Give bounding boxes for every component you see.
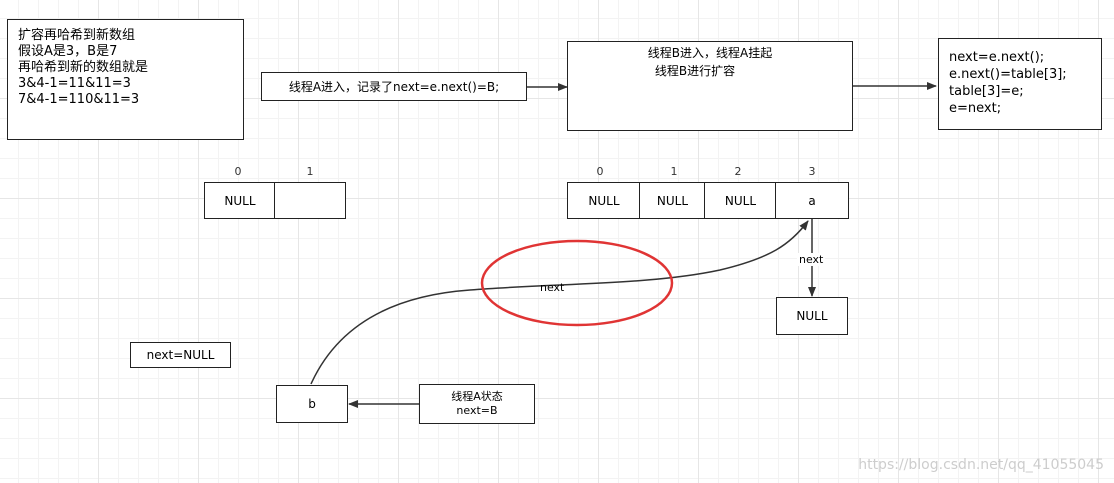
edge-label-a-next: next bbox=[797, 253, 826, 266]
new-table-cell-0: NULL bbox=[567, 182, 641, 219]
old-table-cell-0: NULL bbox=[204, 182, 276, 219]
old-table-cell-1 bbox=[274, 182, 346, 219]
new-index-3: 3 bbox=[808, 165, 816, 178]
thread-a-enter-note: 线程A进入，记录了next=e.next()=B; bbox=[261, 72, 527, 101]
b-node: b bbox=[276, 385, 348, 423]
highlight-ellipse bbox=[480, 239, 674, 327]
null-node: NULL bbox=[776, 297, 848, 335]
watermark: https://blog.csdn.net/qq_41055045 bbox=[858, 457, 1104, 473]
thread-b-line1: 线程B进入，线程A挂起 bbox=[647, 46, 773, 60]
edge-label-b-next: next bbox=[540, 281, 565, 294]
curve-b-to-a bbox=[310, 220, 809, 385]
new-index-1: 1 bbox=[670, 165, 678, 178]
rehash-note: 扩容再哈希到新数组 假设A是3，B是7 再哈希到新的数组就是 3&4-1=11&… bbox=[7, 19, 244, 140]
new-index-0: 0 bbox=[596, 165, 604, 178]
new-index-2: 2 bbox=[734, 165, 742, 178]
next-null-note: next=NULL bbox=[130, 342, 231, 368]
new-table-cell-1: NULL bbox=[639, 182, 706, 219]
old-index-0: 0 bbox=[234, 165, 242, 178]
thread-a-state-note: 线程A状态 next=B bbox=[419, 384, 535, 424]
new-table-cell-3: a bbox=[775, 182, 849, 219]
new-table-cell-2: NULL bbox=[704, 182, 777, 219]
thread-b-note: 线程B进入，线程A挂起 线程B进行扩容 bbox=[567, 41, 853, 131]
code-block: next=e.next(); e.next()=table[3]; table[… bbox=[938, 38, 1102, 130]
old-index-1: 1 bbox=[306, 165, 314, 178]
thread-b-line2: 线程B进行扩容 bbox=[654, 64, 736, 78]
